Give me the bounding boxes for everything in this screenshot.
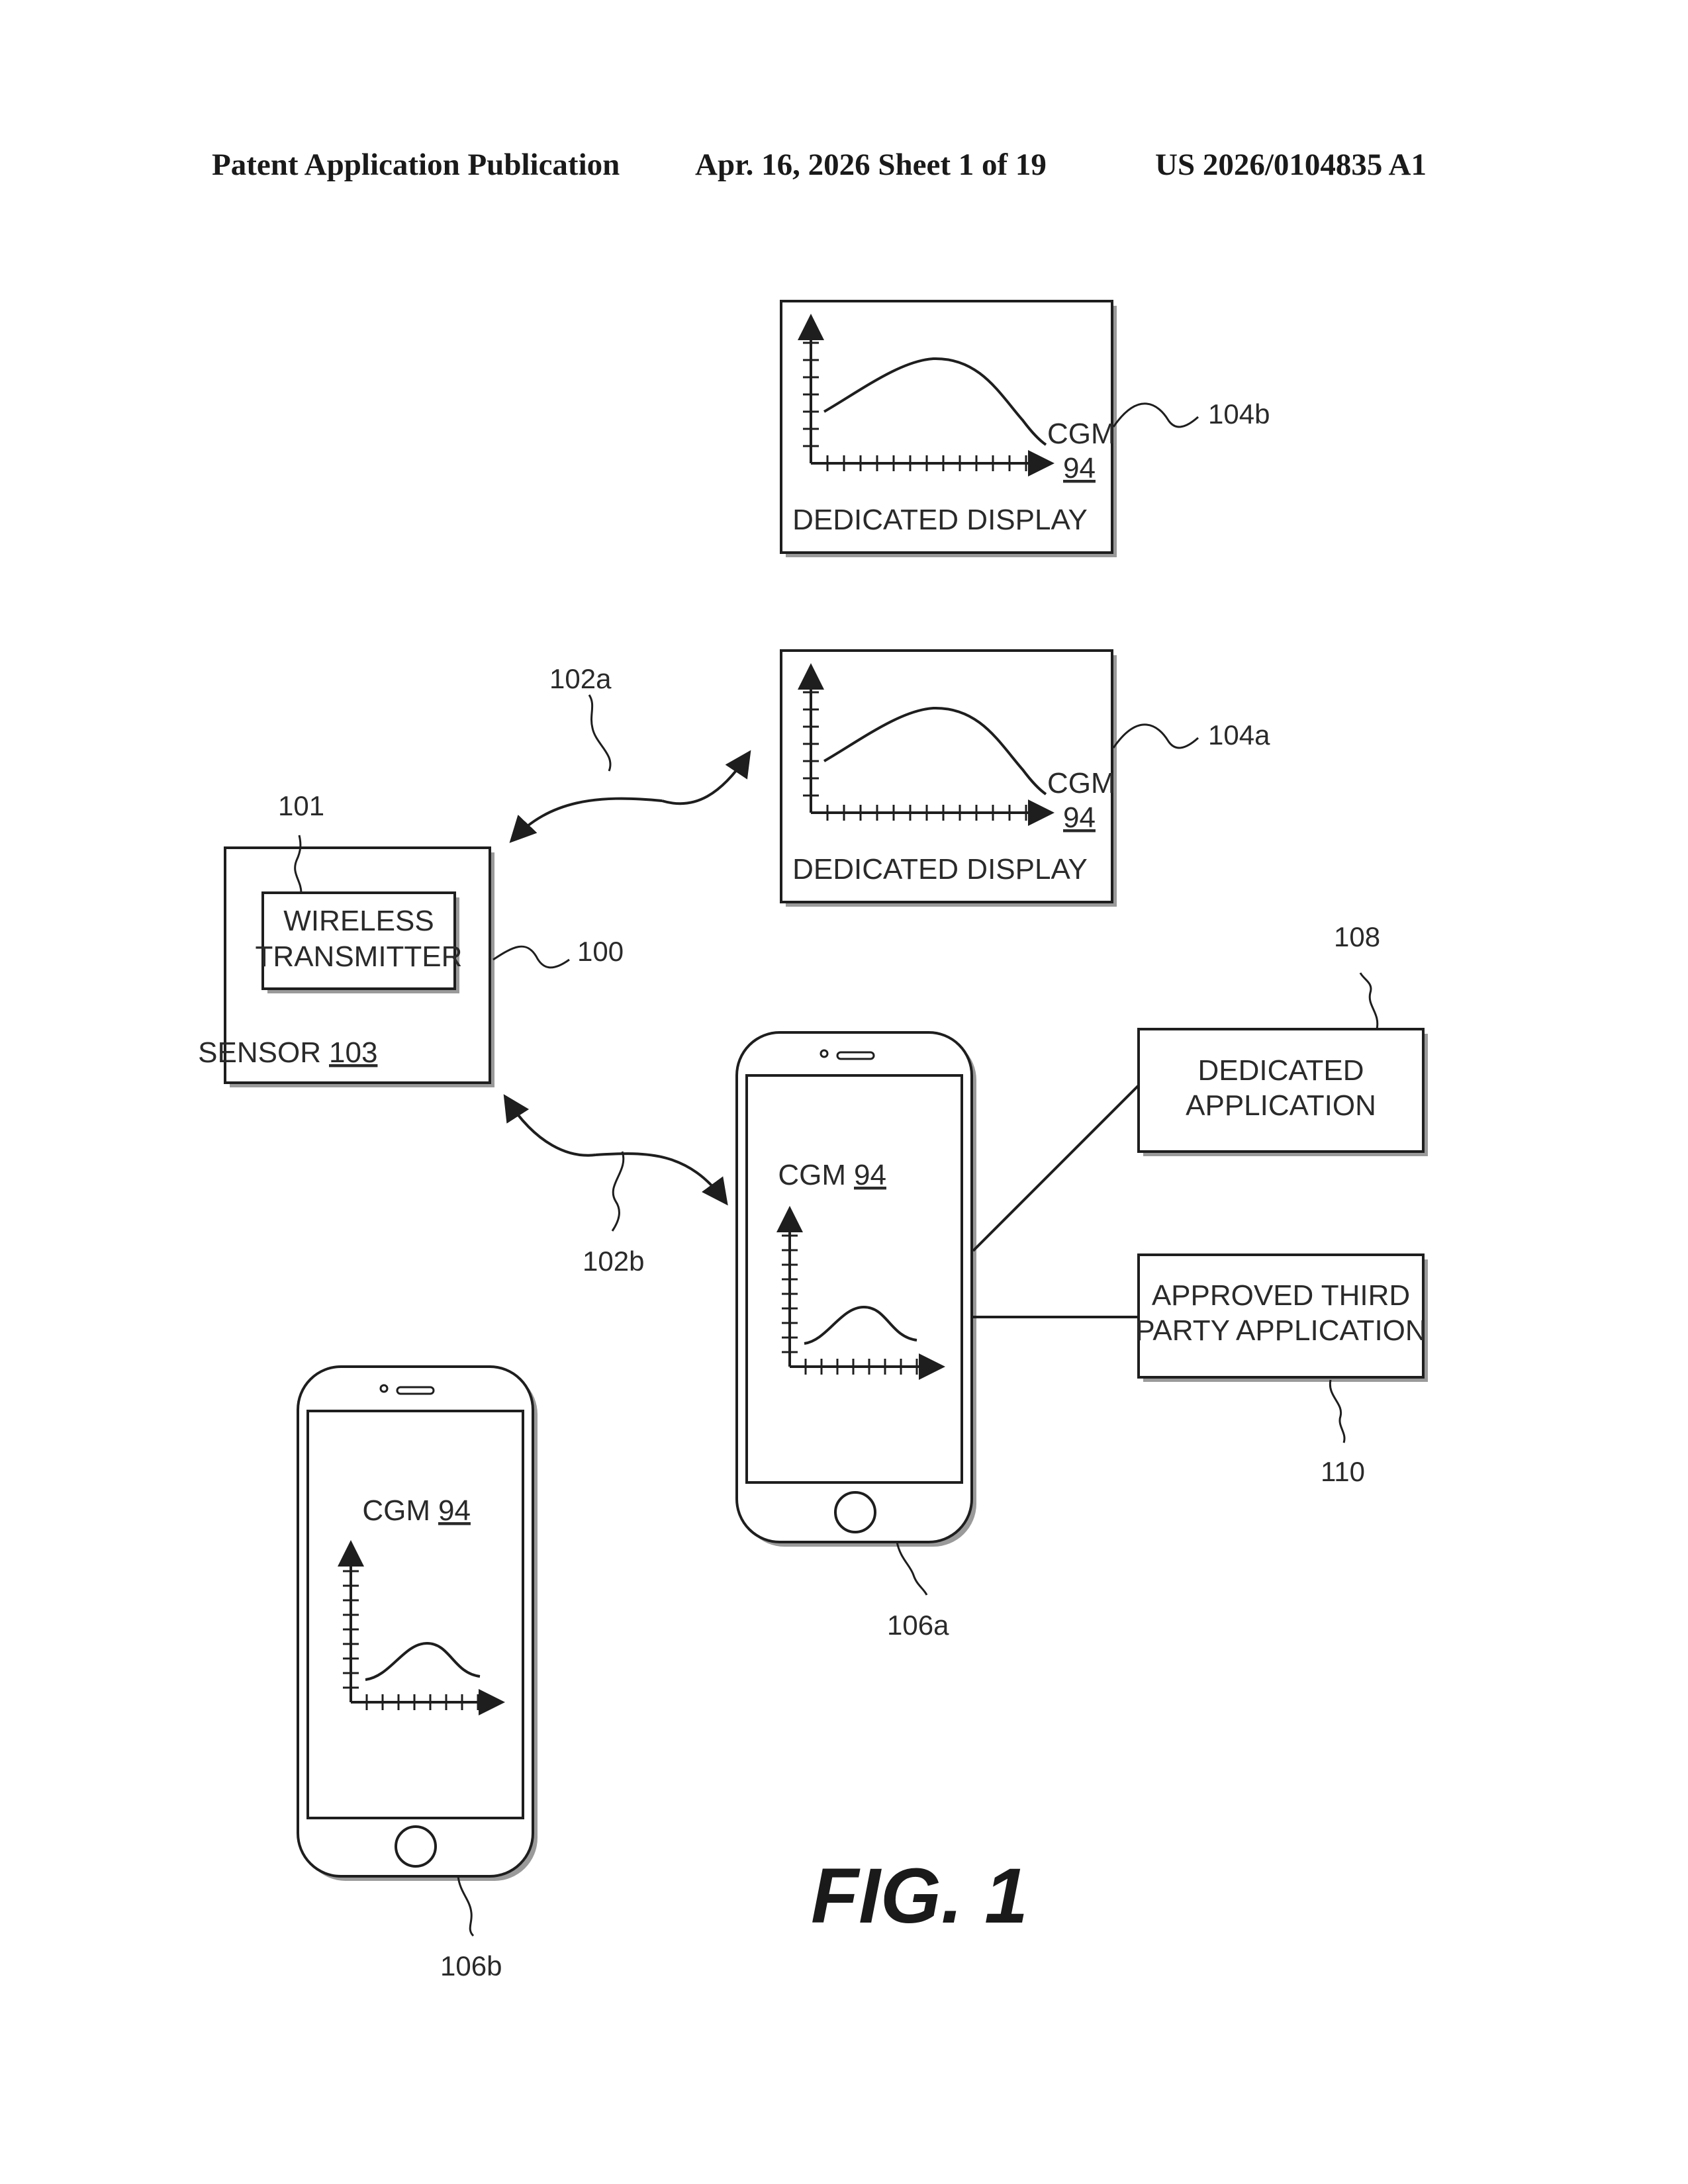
phone-b-cgm-label: CGM [362, 1494, 430, 1527]
display-a-ref: 104a [1208, 719, 1270, 751]
sensor-ref: 100 [577, 936, 624, 967]
phone-a-ref: 106a [887, 1610, 949, 1641]
sensor-label: SENSOR [198, 1036, 321, 1069]
figure-title: FIG. 1 [811, 1852, 1028, 1940]
dedicated-app-ref: 108 [1334, 921, 1380, 952]
sensor-label-ref: 103 [329, 1036, 377, 1069]
smartphone-106b: CGM 94 106b [298, 1367, 538, 1981]
dedicated-display-104b: CGM 94 DEDICATED DISPLAY 104b [781, 301, 1270, 557]
third-party-app-line2: PARTY APPLICATION [1135, 1314, 1426, 1347]
dedicated-display-104a: CGM 94 DEDICATED DISPLAY 104a [781, 651, 1270, 907]
phone-b-ref: 106b [440, 1950, 502, 1981]
phone-a-cgm-ref: 94 [854, 1159, 886, 1191]
link-b-ref: 102b [583, 1246, 644, 1277]
link-a-ref: 102a [549, 663, 612, 694]
third-party-app-ref: 110 [1321, 1456, 1365, 1487]
dedicated-app-line2: APPLICATION [1186, 1089, 1376, 1122]
dedicated-application-108: DEDICATED APPLICATION 108 [1139, 921, 1428, 1156]
phone-a-cgm-label: CGM [778, 1159, 846, 1191]
wireless-link-102a: 102a [513, 663, 748, 839]
display-a-caption: DEDICATED DISPLAY [792, 853, 1088, 886]
transmitter-label-line2: TRANSMITTER [256, 940, 463, 973]
connector-to-dedicated-app [973, 1085, 1139, 1251]
phone-b-cgm-ref: 94 [438, 1494, 471, 1527]
smartphone-106a: CGM 94 106a [737, 1032, 976, 1641]
display-a-cgm-label: CGM [1047, 767, 1115, 799]
transmitter-ref: 101 [278, 790, 324, 821]
display-b-caption: DEDICATED DISPLAY [792, 504, 1088, 536]
display-b-cgm-label: CGM [1047, 418, 1115, 450]
dedicated-app-line1: DEDICATED [1198, 1054, 1364, 1087]
third-party-application-110: APPROVED THIRD PARTY APPLICATION 110 [1135, 1255, 1428, 1487]
display-b-cgm-ref: 94 [1063, 452, 1096, 484]
third-party-app-line1: APPROVED THIRD [1152, 1279, 1410, 1312]
display-a-cgm-ref: 94 [1063, 801, 1096, 834]
wireless-link-102b: 102b [506, 1099, 725, 1277]
transmitter-label-line1: WIRELESS [283, 905, 434, 937]
display-b-ref: 104b [1208, 398, 1270, 430]
sensor-unit-100: WIRELESS TRANSMITTER SENSOR 103 100 101 [198, 790, 624, 1087]
